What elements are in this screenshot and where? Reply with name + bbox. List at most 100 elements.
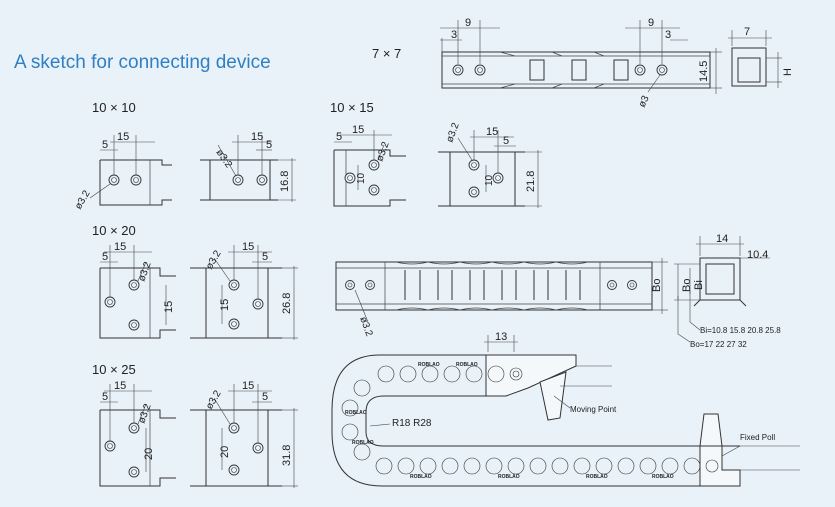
- dim-5: 5: [503, 135, 509, 147]
- outline-10x15-a: [333, 149, 406, 207]
- hole-left-1: [452, 64, 464, 76]
- dim-26-8: 26.8: [281, 293, 293, 314]
- dim-5: 5: [336, 131, 342, 143]
- label-moving-point: Moving Point: [570, 405, 617, 414]
- window-1: [529, 59, 545, 81]
- model-10x15: 10 × 15 15 5 ø3.2 10 15 5: [330, 100, 542, 208]
- outline-10x25-a: [99, 409, 176, 487]
- model-label-10x20: 10 × 20: [92, 223, 136, 238]
- model-10x25: 10 × 25 15 5 ø3.2 20 15 5: [92, 362, 298, 488]
- straight-chain-view: ø3.2 Bo: [335, 258, 668, 338]
- dim-5: 5: [102, 391, 108, 403]
- outline-10x10-b: [200, 159, 278, 201]
- outline-10x10-a: [99, 159, 172, 206]
- strip-7x7-body: [441, 51, 711, 89]
- dim-15: 15: [352, 124, 364, 136]
- dim-15: 15: [251, 131, 263, 143]
- chain-outer-path: [331, 354, 740, 487]
- dim-15: 15: [163, 301, 175, 313]
- dim-H: H: [782, 68, 794, 76]
- straight-chain-outline: [335, 261, 653, 311]
- fixed-end-post: [699, 413, 723, 447]
- chain-inner-path: [365, 395, 740, 447]
- bracket-end-view: 14 10.4 Bo Bi Bi=10.8 15.8 20.8 25.8 Bo=…: [674, 233, 781, 349]
- model-10x20: 10 × 20 15 5 ø3.2 15 15 5: [92, 223, 298, 340]
- dim-10-4: 10.4: [747, 249, 768, 261]
- link-7x7-strip: 7 × 7 9 3 9: [372, 17, 722, 109]
- dim-15: 15: [219, 299, 231, 311]
- logo-stamp: ROBLAO: [456, 362, 478, 368]
- window-3: [613, 59, 629, 81]
- label-fixed-poll: Fixed Poll: [740, 433, 775, 442]
- dim-3-left: 3: [451, 29, 457, 41]
- dim-phi3-2: ø3.2: [204, 388, 224, 411]
- chain-link-rings: [341, 365, 719, 475]
- chain-link-windows: [404, 270, 581, 300]
- dim-14: 14: [716, 233, 728, 245]
- dim-phi3-2: ø3.2: [73, 188, 93, 211]
- dim-15: 15: [242, 241, 254, 253]
- dim-15: 15: [114, 241, 126, 253]
- dim-Bo: Bo: [651, 279, 663, 292]
- dim-21-8: 21.8: [525, 171, 537, 192]
- dim-5: 5: [262, 251, 268, 263]
- page-title: A sketch for connecting device: [14, 52, 271, 73]
- dim-5: 5: [262, 391, 268, 403]
- dim-5: 5: [102, 139, 108, 151]
- dim-phi3-2: ø3.2: [214, 147, 235, 170]
- dim-16-8: 16.8: [279, 171, 291, 192]
- dim-15: 15: [114, 380, 126, 392]
- dim-phi3-2: ø3.2: [374, 140, 391, 163]
- model-label-10x10: 10 × 10: [92, 100, 136, 115]
- dim-phi3: ø3: [637, 94, 652, 110]
- outline-10x20-a: [99, 267, 176, 339]
- moving-end-bracket: [485, 354, 577, 397]
- model-label-10x25: 10 × 25: [92, 362, 136, 377]
- logo-stamp: ROBLAO: [345, 410, 367, 416]
- dim-15: 15: [117, 131, 129, 143]
- dim-3-right: 3: [665, 29, 671, 41]
- note-bi-values: Bi=10.8 15.8 20.8 25.8: [700, 326, 781, 335]
- dim-10: 10: [484, 174, 495, 186]
- dim-15: 15: [486, 126, 498, 138]
- hole-left-2: [474, 64, 486, 76]
- model-label-10x15: 10 × 15: [330, 100, 374, 115]
- dim-9-right: 9: [648, 17, 654, 29]
- window-2: [571, 59, 587, 81]
- logo-stamp: ROBLAO: [352, 440, 374, 446]
- fixed-end-bracket: [699, 445, 741, 487]
- dim-20: 20: [143, 448, 155, 460]
- dim-phi3-2: ø3.2: [136, 260, 153, 283]
- dim-phi3-2: ø3.2: [444, 121, 461, 144]
- dim-10: 10: [356, 172, 367, 184]
- note-bo-values: Bo=17 22 27 32: [690, 340, 747, 349]
- dim-20: 20: [219, 446, 231, 458]
- logo-stamp: ROBLAO: [498, 474, 520, 480]
- logo-stamp: ROBLAO: [418, 362, 440, 368]
- model-10x10: 10 × 10 15 5 ø3.2 15 5 ø3.2: [73, 100, 296, 212]
- end-view-outer: [731, 47, 767, 87]
- dim-31-8: 31.8: [281, 445, 293, 466]
- dim-14-5: 14.5: [698, 61, 710, 82]
- moving-end-arm: [539, 371, 567, 421]
- logo-stamp: ROBLAO: [410, 474, 432, 480]
- label-radius: R18 R28: [392, 418, 432, 429]
- dim-5: 5: [102, 251, 108, 263]
- hole-right-1: [634, 64, 646, 76]
- model-label-7x7: 7 × 7: [372, 46, 401, 61]
- bent-chain-view: Moving Point 13 Fixed Poll R18 R28: [331, 331, 800, 487]
- logo-stamp: ROBLAO: [652, 474, 674, 480]
- dim-Bi-end: Bi: [693, 280, 705, 290]
- dim-13: 13: [495, 331, 507, 343]
- outline-10x15-b: [438, 151, 525, 207]
- dim-Bo-end: Bo: [681, 279, 693, 292]
- dim-5: 5: [266, 139, 272, 151]
- outline-10x25-b: [190, 409, 282, 487]
- dim-15: 15: [242, 380, 254, 392]
- end-view-7x7: 7 H: [728, 26, 794, 88]
- outline-10x20-b: [190, 267, 282, 339]
- dim-phi3-2: ø3.2: [136, 402, 153, 425]
- dim-phi3-2: ø3.2: [357, 315, 374, 338]
